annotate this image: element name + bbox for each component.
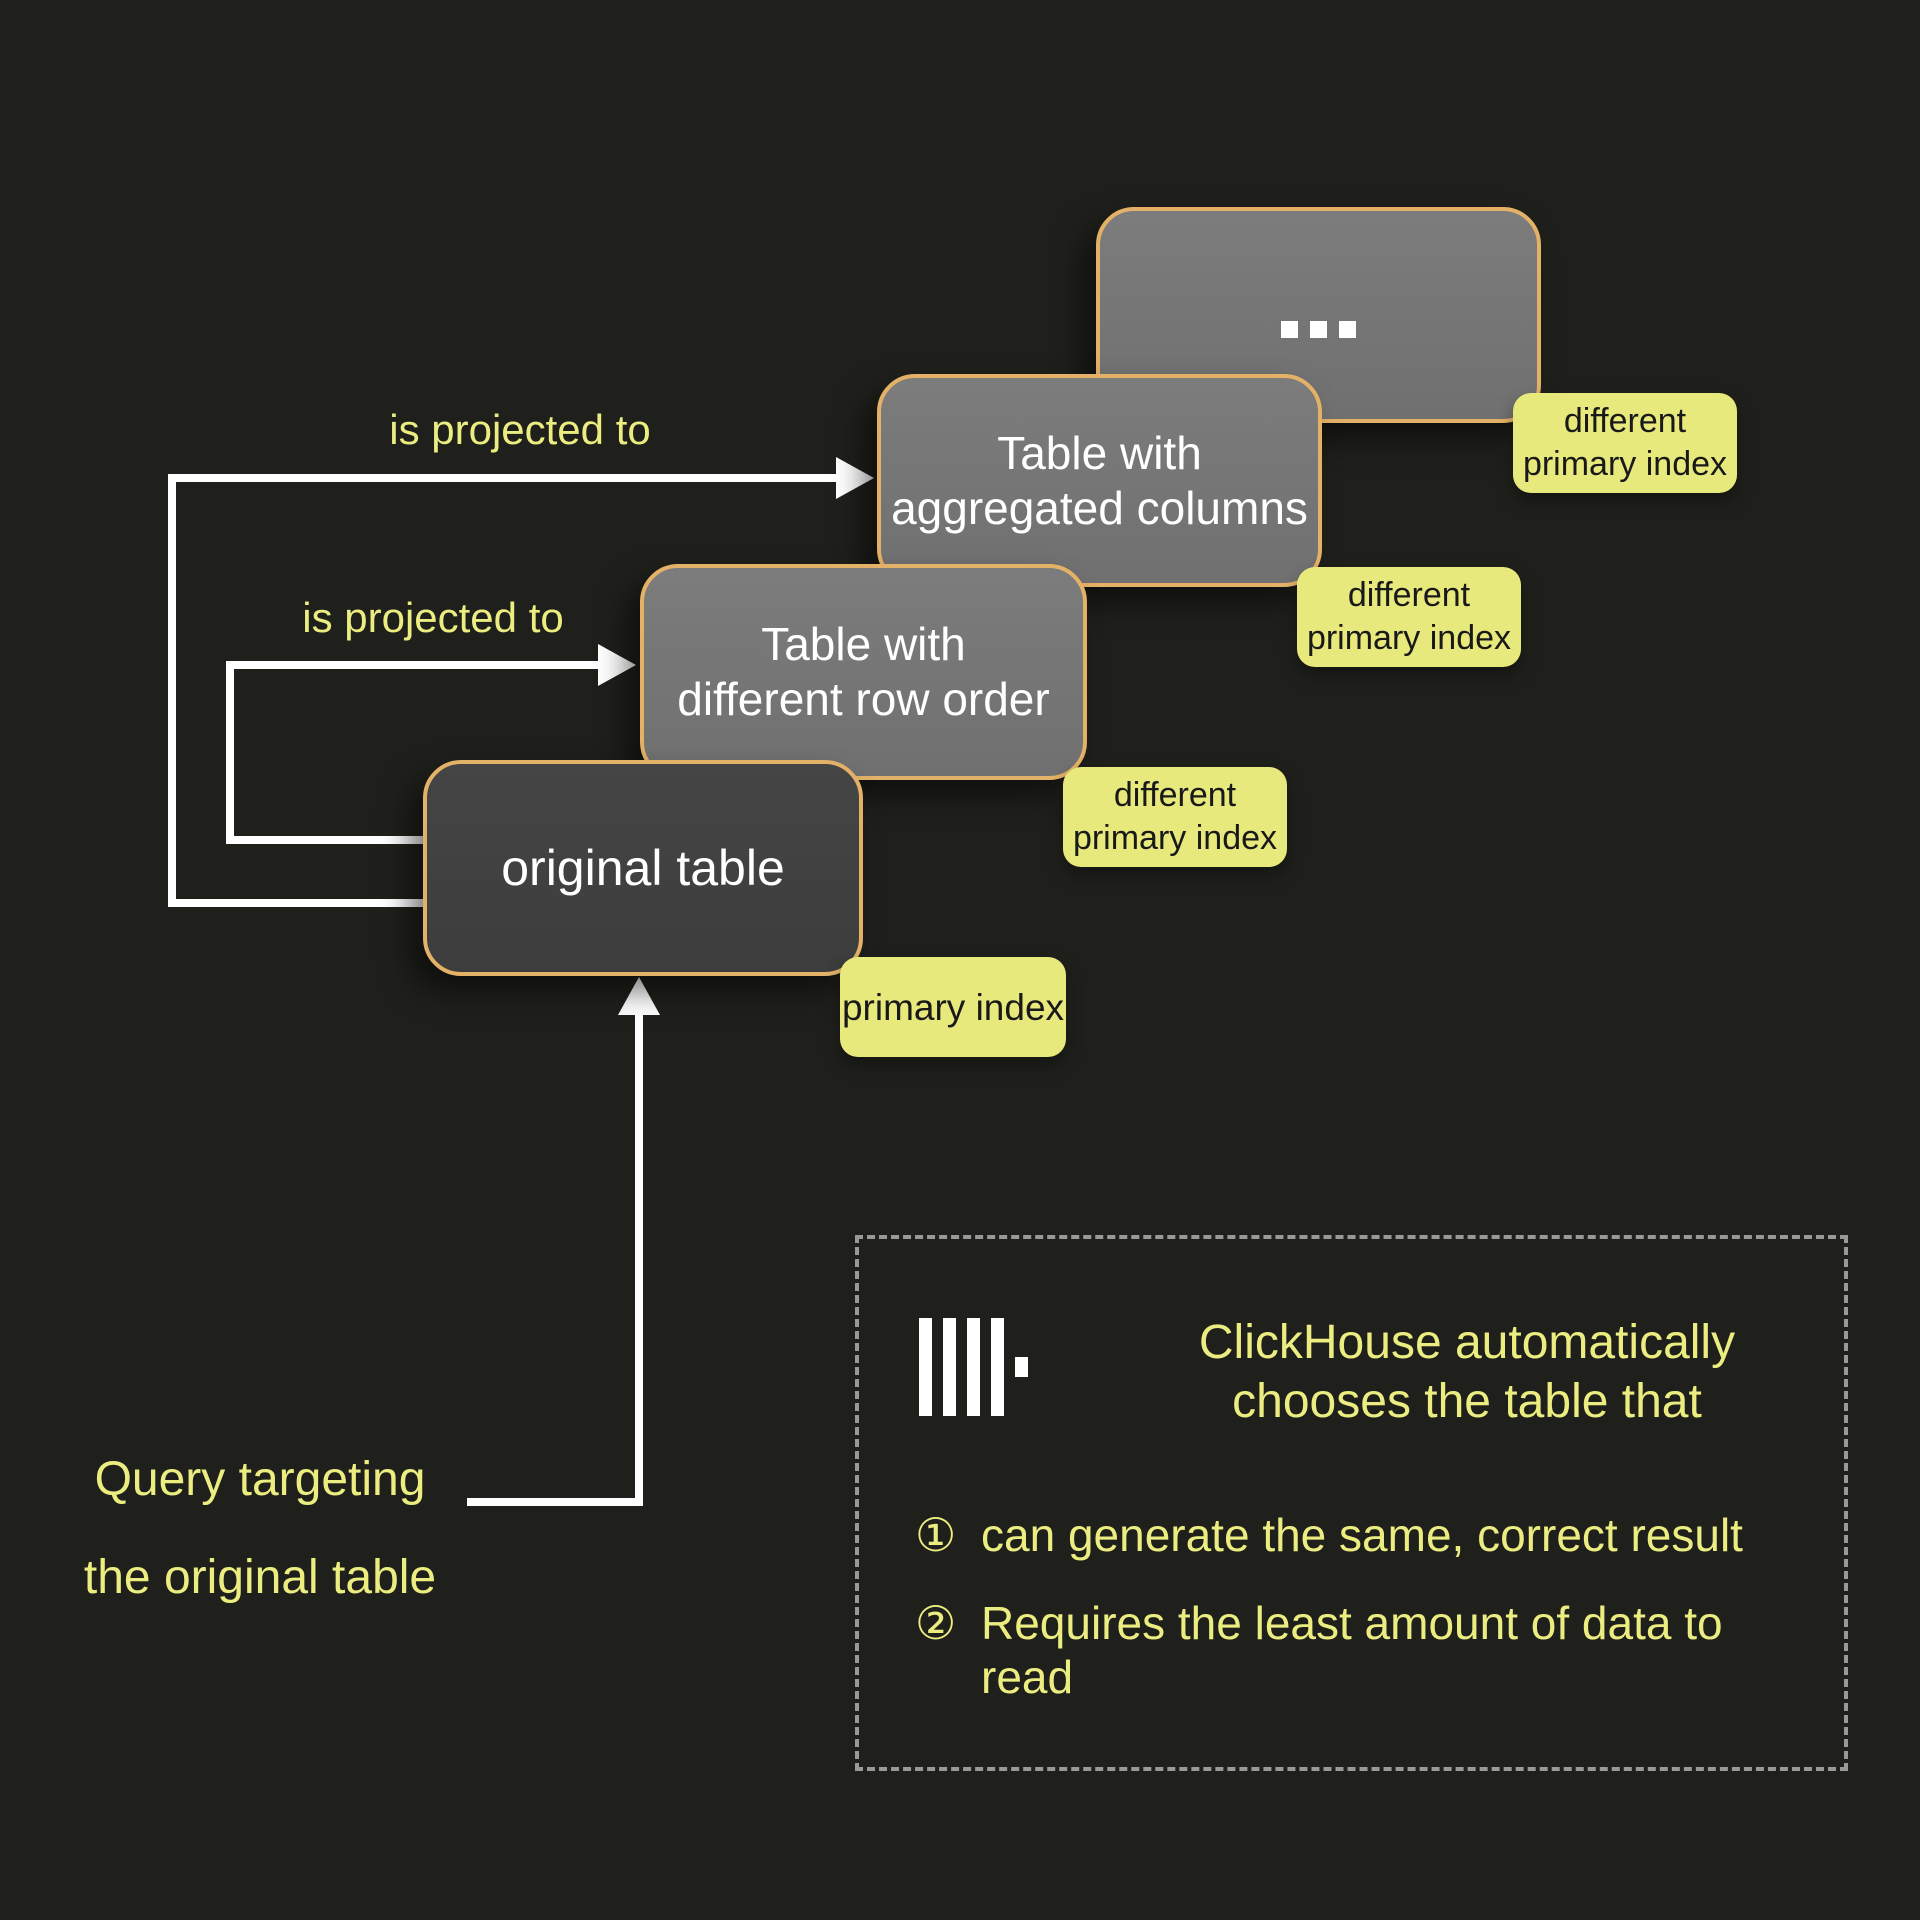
panel-item-2: ② Requires the least amount of data to r…	[915, 1597, 1723, 1703]
arrow-projected-1-arrowhead-icon	[836, 457, 874, 499]
query-caption-line2: the original table	[83, 1551, 437, 1604]
panel-heading: ClickHouse automatically chooses the tab…	[1198, 1316, 1736, 1428]
arrow-projected-2-top-segment	[226, 661, 600, 669]
caption-is-projected-to-middle: is projected to	[302, 594, 564, 641]
query-caption-line1: Query targeting	[94, 1453, 426, 1506]
note-different-primary-index-middle: different primary index	[1297, 567, 1521, 667]
panel-item-1: ① can generate the same, correct result	[915, 1509, 1743, 1561]
arrow-query-horizontal-segment	[467, 1498, 643, 1506]
arrow-projected-2-arrowhead-icon	[598, 644, 636, 686]
table-box-title: original table	[501, 839, 785, 896]
arrow-query-vertical-segment	[635, 1012, 643, 1506]
note-primary-index: primary index	[840, 957, 1066, 1057]
arrow-projected-1-top-segment	[168, 474, 838, 482]
ellipsis-dots-icon	[1281, 320, 1356, 338]
arrow-projected-1-vertical-segment	[168, 474, 176, 907]
circled-number-1: ①	[915, 1509, 957, 1561]
arrow-projected-2-vertical-segment	[226, 661, 234, 844]
table-box-title: Table with different row order	[677, 618, 1050, 725]
table-box-different-row-order: Table with different row order	[640, 564, 1087, 780]
info-panel: ClickHouse automatically chooses the tab…	[855, 1235, 1848, 1771]
arrow-query-arrowhead-icon	[618, 977, 660, 1015]
arrow-projected-2-bottom-segment	[226, 836, 427, 844]
arrow-projected-1-bottom-segment	[168, 899, 427, 907]
clickhouse-logo-icon	[919, 1318, 1028, 1416]
table-box-aggregated-columns: Table with aggregated columns	[877, 374, 1322, 587]
note-different-primary-index-top: different primary index	[1513, 393, 1737, 493]
note-different-primary-index-lower: different primary index	[1063, 767, 1287, 867]
table-box-original: original table	[423, 760, 863, 976]
caption-is-projected-to-top: is projected to	[389, 406, 651, 453]
table-box-title: Table with aggregated columns	[891, 426, 1308, 534]
circled-number-2: ②	[915, 1597, 957, 1649]
